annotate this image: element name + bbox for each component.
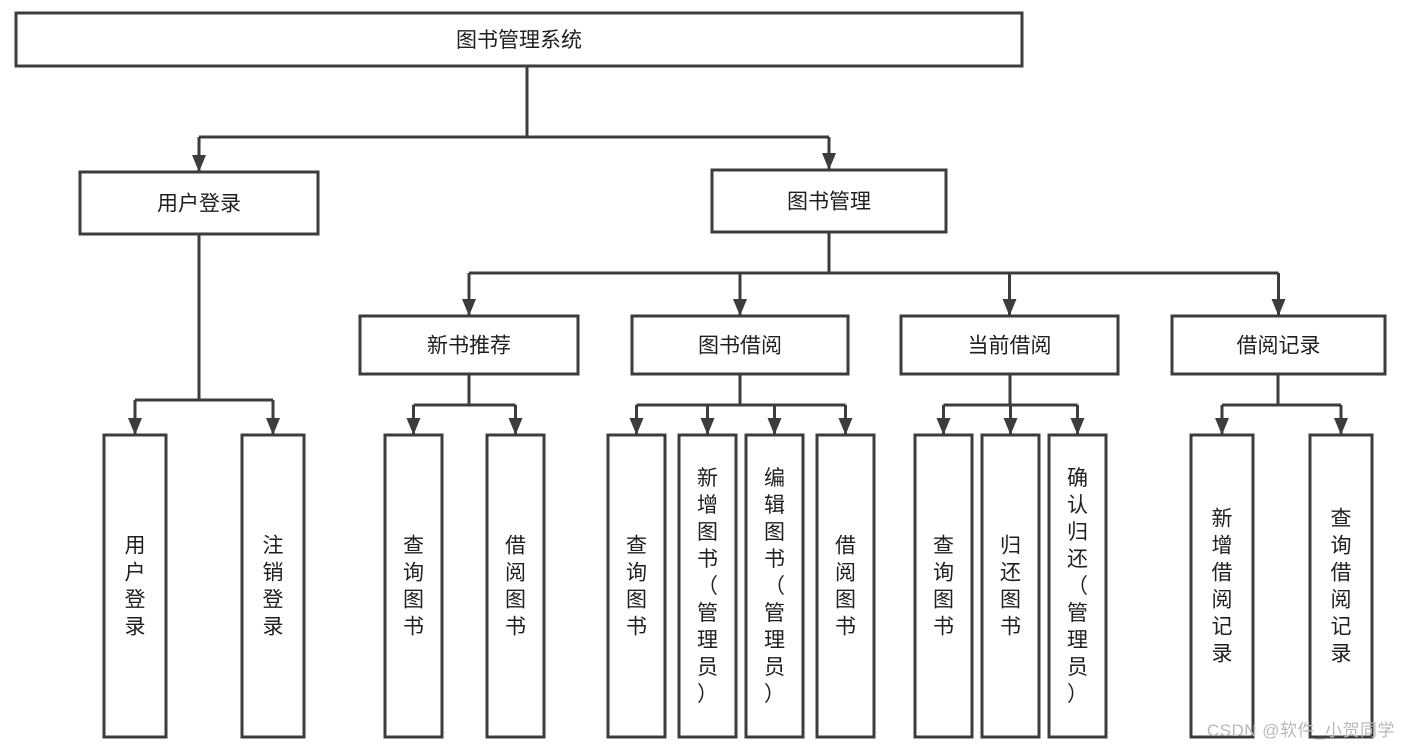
node-label: 新书推荐 <box>427 335 511 358</box>
node-leaf-query-book-3[interactable]: 查询图书 <box>913 433 974 739</box>
node-label: 归还图书 <box>1000 534 1021 638</box>
node-label: 新增借阅记录 <box>1212 507 1233 665</box>
arrow-head-icon <box>1271 299 1286 316</box>
node-label: 新增图书（管理员） <box>697 467 718 706</box>
node-new-book-recommend[interactable]: 新书推荐 <box>358 314 580 376</box>
node-label: 查询图书 <box>933 534 954 638</box>
node-label: 查询借阅记录 <box>1331 507 1352 665</box>
node-box[interactable] <box>815 433 876 739</box>
node-box[interactable] <box>383 433 444 739</box>
node-box[interactable] <box>677 433 738 739</box>
node-box[interactable] <box>485 433 546 739</box>
arrow-head-icon <box>462 299 476 316</box>
node-label: 确认归还（管理员） <box>1067 467 1088 706</box>
connector-borrow-to-leaves <box>629 374 853 435</box>
node-label: 查询图书 <box>626 534 647 638</box>
node-box[interactable] <box>358 314 580 376</box>
node-box[interactable] <box>744 433 805 739</box>
connector-login-to-leaves <box>128 234 280 435</box>
arrow-head-icon <box>192 155 206 172</box>
node-box[interactable] <box>1047 433 1108 739</box>
node-box[interactable] <box>240 433 306 739</box>
node-leaf-add-book[interactable]: 新增图书（管理员） <box>677 433 738 739</box>
node-leaf-edit-book[interactable]: 编辑图书（管理员） <box>744 433 805 739</box>
connector-current-to-leaves <box>936 374 1085 435</box>
node-label: 当前借阅 <box>968 335 1052 358</box>
arrow-head-icon <box>1334 418 1348 435</box>
node-box[interactable] <box>102 433 168 739</box>
node-label: 图书借阅 <box>698 335 782 358</box>
node-label: 用户登录 <box>125 534 146 638</box>
node-box[interactable] <box>913 433 974 739</box>
node-box[interactable] <box>14 11 1024 68</box>
connector-recommend-to-leaves <box>406 374 523 435</box>
arrow-head-icon <box>700 418 715 435</box>
arrow-head-icon <box>936 418 951 435</box>
node-label: 图书管理 <box>787 191 871 214</box>
arrow-head-icon <box>1070 418 1085 435</box>
node-box[interactable] <box>980 433 1041 739</box>
node-current-borrow[interactable]: 当前借阅 <box>899 314 1120 376</box>
node-label: 查询图书 <box>403 534 424 638</box>
connector-root-to-level1 <box>192 66 836 172</box>
node-label: 编辑图书（管理员） <box>764 467 785 706</box>
node-leaf-confirm-return[interactable]: 确认归还（管理员） <box>1047 433 1108 739</box>
node-label: 图书管理系统 <box>456 29 582 52</box>
node-leaf-query-book-1[interactable]: 查询图书 <box>383 433 444 739</box>
node-box[interactable] <box>630 314 850 376</box>
arrow-head-icon <box>822 153 836 170</box>
arrow-head-icon <box>1002 299 1017 316</box>
node-layer: 图书管理系统用户登录图书管理新书推荐图书借阅当前借阅借阅记录用户登录注销登录查询… <box>14 11 1387 739</box>
arrow-head-icon <box>508 418 523 435</box>
node-box[interactable] <box>1308 433 1374 739</box>
node-box[interactable] <box>710 168 948 234</box>
node-label: 借阅记录 <box>1237 335 1321 358</box>
node-leaf-query-record[interactable]: 查询借阅记录 <box>1308 433 1374 739</box>
arrow-head-icon <box>1215 418 1229 435</box>
node-leaf-query-book-2[interactable]: 查询图书 <box>606 433 667 739</box>
arrow-head-icon <box>629 418 644 435</box>
node-root[interactable]: 图书管理系统 <box>14 11 1024 68</box>
arrow-head-icon <box>266 418 280 435</box>
arrow-head-icon <box>406 418 421 435</box>
node-box[interactable] <box>1189 433 1255 739</box>
node-leaf-borrow-book-1[interactable]: 借阅图书 <box>485 433 546 739</box>
connector-record-to-leaves <box>1215 374 1348 435</box>
arrow-head-icon <box>128 418 142 435</box>
node-label: 注销登录 <box>263 534 284 638</box>
watermark-text: CSDN @软件_小贺同学 <box>1206 721 1395 740</box>
arrow-head-icon <box>838 418 853 435</box>
node-leaf-borrow-book-2[interactable]: 借阅图书 <box>815 433 876 739</box>
node-book-manage[interactable]: 图书管理 <box>710 168 948 234</box>
node-user-login[interactable]: 用户登录 <box>78 170 320 236</box>
node-leaf-user-login[interactable]: 用户登录 <box>102 433 168 739</box>
arrow-head-icon <box>1003 418 1018 435</box>
node-leaf-return-book[interactable]: 归还图书 <box>980 433 1041 739</box>
node-box[interactable] <box>78 170 320 236</box>
node-box[interactable] <box>606 433 667 739</box>
arrow-head-icon <box>767 418 782 435</box>
node-label: 借阅图书 <box>505 534 526 638</box>
node-label: 借阅图书 <box>835 534 856 638</box>
node-leaf-logout[interactable]: 注销登录 <box>240 433 306 739</box>
node-borrow-record[interactable]: 借阅记录 <box>1170 314 1387 376</box>
node-box[interactable] <box>1170 314 1387 376</box>
node-label: 用户登录 <box>157 193 241 216</box>
node-box[interactable] <box>899 314 1120 376</box>
connector-manage-to-level2 <box>462 232 1286 316</box>
arrow-head-icon <box>733 299 747 316</box>
node-book-borrow[interactable]: 图书借阅 <box>630 314 850 376</box>
connector-layer <box>128 66 1348 435</box>
node-leaf-add-record[interactable]: 新增借阅记录 <box>1189 433 1255 739</box>
